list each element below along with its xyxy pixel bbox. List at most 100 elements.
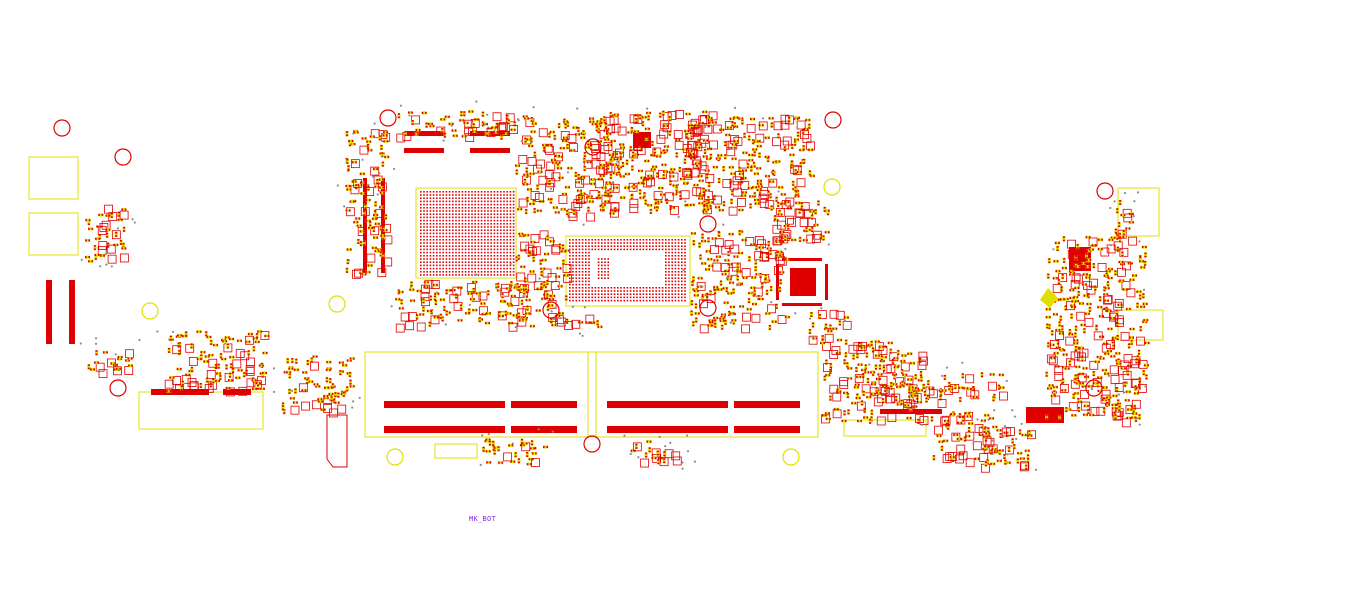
passive-pad: [251, 387, 254, 390]
passive-body: [642, 179, 646, 185]
bga-ball: [439, 239, 441, 241]
passive-body: [462, 111, 466, 117]
ic-outline: [350, 159, 360, 169]
bga-ball: [639, 245, 641, 247]
passive-pad: [588, 146, 590, 149]
bga-ball: [674, 271, 677, 273]
passive-pad: [262, 351, 265, 354]
passive-pad: [106, 236, 109, 238]
ic-outline: [698, 115, 708, 125]
passive-pad: [609, 162, 612, 165]
ic-outline: [633, 142, 643, 152]
passive-body: [757, 295, 761, 301]
bga-ball: [426, 251, 428, 254]
passive-pad: [725, 133, 727, 136]
passive-pad: [727, 259, 730, 262]
bga-ball: [448, 245, 451, 247]
passive-pad: [374, 210, 377, 212]
passive-pad: [705, 210, 708, 213]
passive-body: [691, 280, 695, 286]
bga-ball: [623, 290, 625, 292]
bga-ball: [493, 248, 496, 251]
bga-ball: [477, 235, 480, 238]
passive-pad: [123, 226, 126, 229]
passive-body: [803, 127, 809, 131]
bga-ball: [597, 248, 600, 251]
passive-pad: [753, 140, 756, 143]
passive-body: [754, 259, 758, 265]
passive-pad: [481, 318, 484, 321]
bga-ball: [461, 203, 464, 206]
bga-ball: [455, 248, 457, 251]
passive-pad: [260, 330, 263, 333]
passive-body: [837, 338, 843, 342]
bga-ball: [445, 200, 448, 203]
passive-pad: [610, 140, 613, 143]
bga-ball: [461, 242, 464, 244]
passive-pad: [837, 339, 839, 342]
passive-body: [693, 183, 699, 187]
bga-ball: [633, 242, 635, 244]
pad-row: [511, 401, 577, 408]
passive-pad: [643, 178, 646, 181]
passive-pad: [885, 384, 888, 387]
passive-body: [505, 114, 509, 120]
passive-body: [507, 303, 513, 307]
bga-ball: [464, 207, 467, 209]
bga-ball: [474, 200, 476, 203]
bga-ball: [464, 197, 467, 199]
passive-pad: [805, 119, 807, 122]
passive-pad: [599, 125, 602, 128]
passive-pad: [701, 233, 704, 236]
ic-outline: [772, 224, 782, 234]
ic-outline: [775, 207, 785, 217]
passive-body: [612, 171, 618, 175]
passive-pad: [730, 172, 733, 175]
passive-body: [729, 281, 735, 285]
passive-body: [346, 187, 352, 191]
bga-ball: [480, 251, 483, 254]
passive-pad: [349, 379, 352, 382]
bga-ball: [668, 248, 670, 251]
passive-body: [127, 357, 133, 361]
bga-ball: [461, 235, 464, 238]
bga-ball: [423, 245, 425, 247]
passive-pad: [651, 144, 654, 146]
passive-body: [728, 232, 734, 236]
passive-body: [736, 270, 742, 274]
bga-ball: [432, 200, 435, 203]
passive-pad: [224, 358, 227, 361]
passive-pad: [693, 184, 696, 187]
passive-pad: [93, 368, 95, 371]
passive-pad: [481, 313, 484, 316]
bga-ball: [597, 290, 600, 292]
passive-body: [346, 259, 350, 265]
passive-pad: [351, 139, 354, 142]
passive-body: [603, 191, 607, 197]
bga-ball: [500, 210, 502, 212]
passive-pad: [698, 140, 701, 142]
passive-pad: [369, 140, 372, 143]
passive-body: [663, 170, 669, 174]
bga-ball: [610, 242, 613, 244]
passive-body: [288, 367, 294, 371]
passive-body: [691, 321, 695, 327]
bga-ball: [629, 248, 632, 251]
passive-pad: [546, 238, 549, 241]
passive-body: [231, 367, 235, 373]
bga-ball: [452, 229, 454, 231]
passive-pad: [452, 134, 455, 137]
passive-pad: [577, 177, 580, 179]
bga-ball: [684, 296, 686, 299]
passive-pad: [854, 383, 857, 386]
ic-outline: [767, 304, 776, 314]
ic-outline: [106, 244, 116, 254]
bga-ball: [461, 226, 464, 228]
bga-ball: [677, 239, 680, 241]
bga-ball: [464, 229, 467, 231]
bga-ball: [477, 239, 480, 241]
passive-body: [748, 153, 754, 157]
passive-pad: [731, 157, 734, 160]
passive-pad: [346, 188, 349, 191]
ic-outline: [357, 227, 367, 236]
